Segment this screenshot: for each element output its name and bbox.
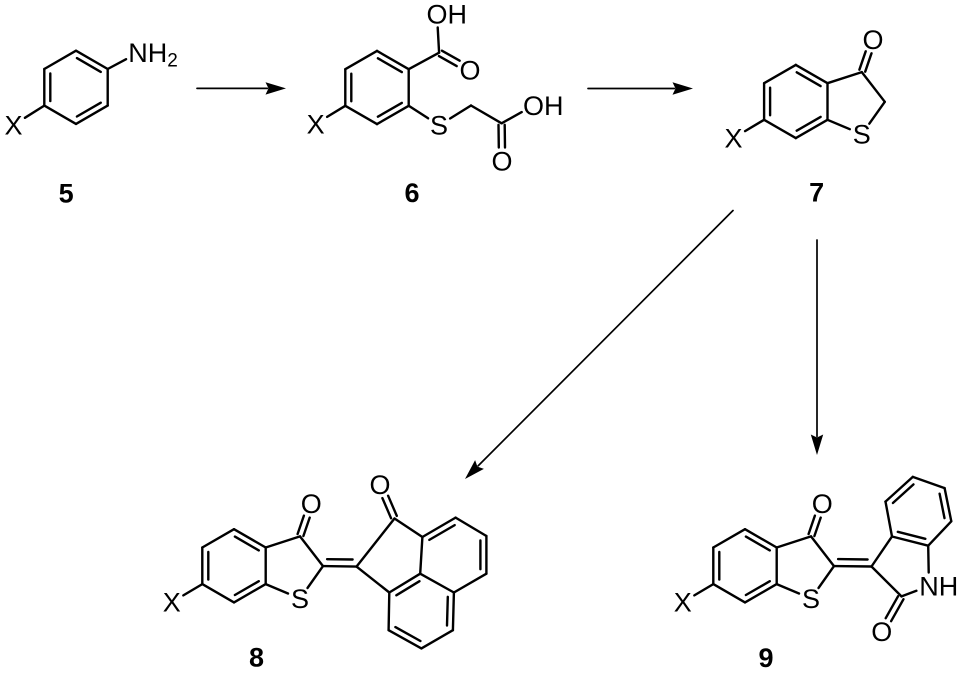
svg-text:O: O [301,489,322,519]
svg-text:O: O [491,146,512,176]
svg-text:6: 6 [404,178,419,208]
svg-text:S: S [802,584,820,614]
svg-text:O: O [812,489,833,519]
svg-text:X: X [163,588,181,618]
svg-text:X: X [307,109,325,139]
svg-text:OH: OH [427,0,468,29]
svg-text:7: 7 [809,178,824,208]
svg-text:S: S [853,120,871,150]
svg-text:X: X [4,110,22,140]
svg-text:S: S [291,584,309,614]
svg-text:8: 8 [249,643,264,673]
svg-text:X: X [674,588,692,618]
svg-text:OH: OH [523,91,564,121]
svg-text:O: O [862,25,883,55]
svg-text:5: 5 [59,178,74,208]
svg-text:O: O [369,470,390,500]
svg-text:O: O [871,617,892,647]
svg-text:9: 9 [758,643,773,673]
svg-text:O: O [459,55,480,85]
svg-text:S: S [430,111,448,141]
svg-text:NH: NH [919,571,958,601]
svg-text:X: X [724,123,742,153]
